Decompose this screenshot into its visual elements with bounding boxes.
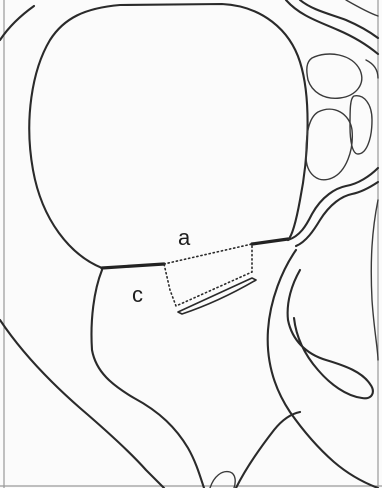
right-top-band-1: [286, 0, 378, 54]
right-chamber-4: [346, 0, 378, 16]
defect-dotted-line: [164, 244, 252, 306]
left-outer-curve: [0, 320, 164, 488]
right-chamber-5: [366, 60, 378, 78]
upper-left-curve: [0, 6, 34, 40]
label-a: a: [178, 225, 191, 250]
lower-left-region-outline: [91, 270, 204, 488]
right-chamber-2: [306, 109, 352, 180]
bottom-channel-curve: [236, 412, 300, 488]
membrane-right: [252, 239, 288, 244]
right-edge-curve: [371, 200, 378, 360]
upper-chamber-outline: [29, 4, 307, 268]
right-band-inner: [296, 182, 378, 246]
lower-right-loop-inner: [288, 270, 373, 398]
lower-right-loop-outer: [268, 250, 378, 488]
membrane-left: [102, 264, 164, 268]
fragment-sliver: [178, 278, 256, 314]
label-c: c: [132, 282, 143, 307]
right-chamber-1: [307, 54, 362, 98]
right-chamber-3: [350, 96, 372, 154]
